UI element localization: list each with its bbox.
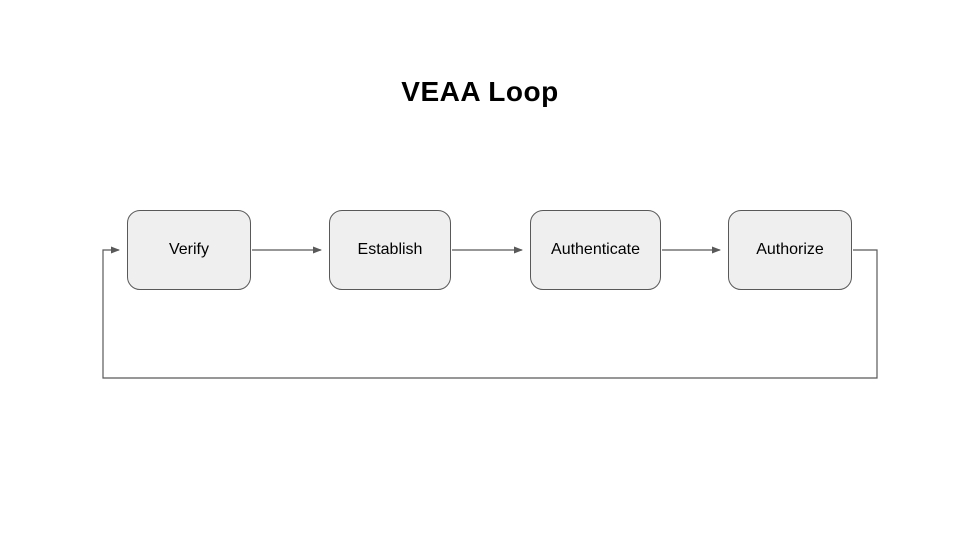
edge-loop-authorize-verify xyxy=(102,246,878,379)
node-establish-label: Establish xyxy=(357,241,423,258)
node-authorize: Authorize xyxy=(728,210,852,290)
node-establish: Establish xyxy=(329,210,451,290)
diagram-title: VEAA Loop xyxy=(401,76,559,107)
node-authenticate-label: Authenticate xyxy=(551,241,640,258)
node-verify: Verify xyxy=(127,210,251,290)
node-authenticate: Authenticate xyxy=(530,210,661,290)
node-authorize-label: Authorize xyxy=(756,241,824,258)
node-verify-label: Verify xyxy=(168,241,209,258)
